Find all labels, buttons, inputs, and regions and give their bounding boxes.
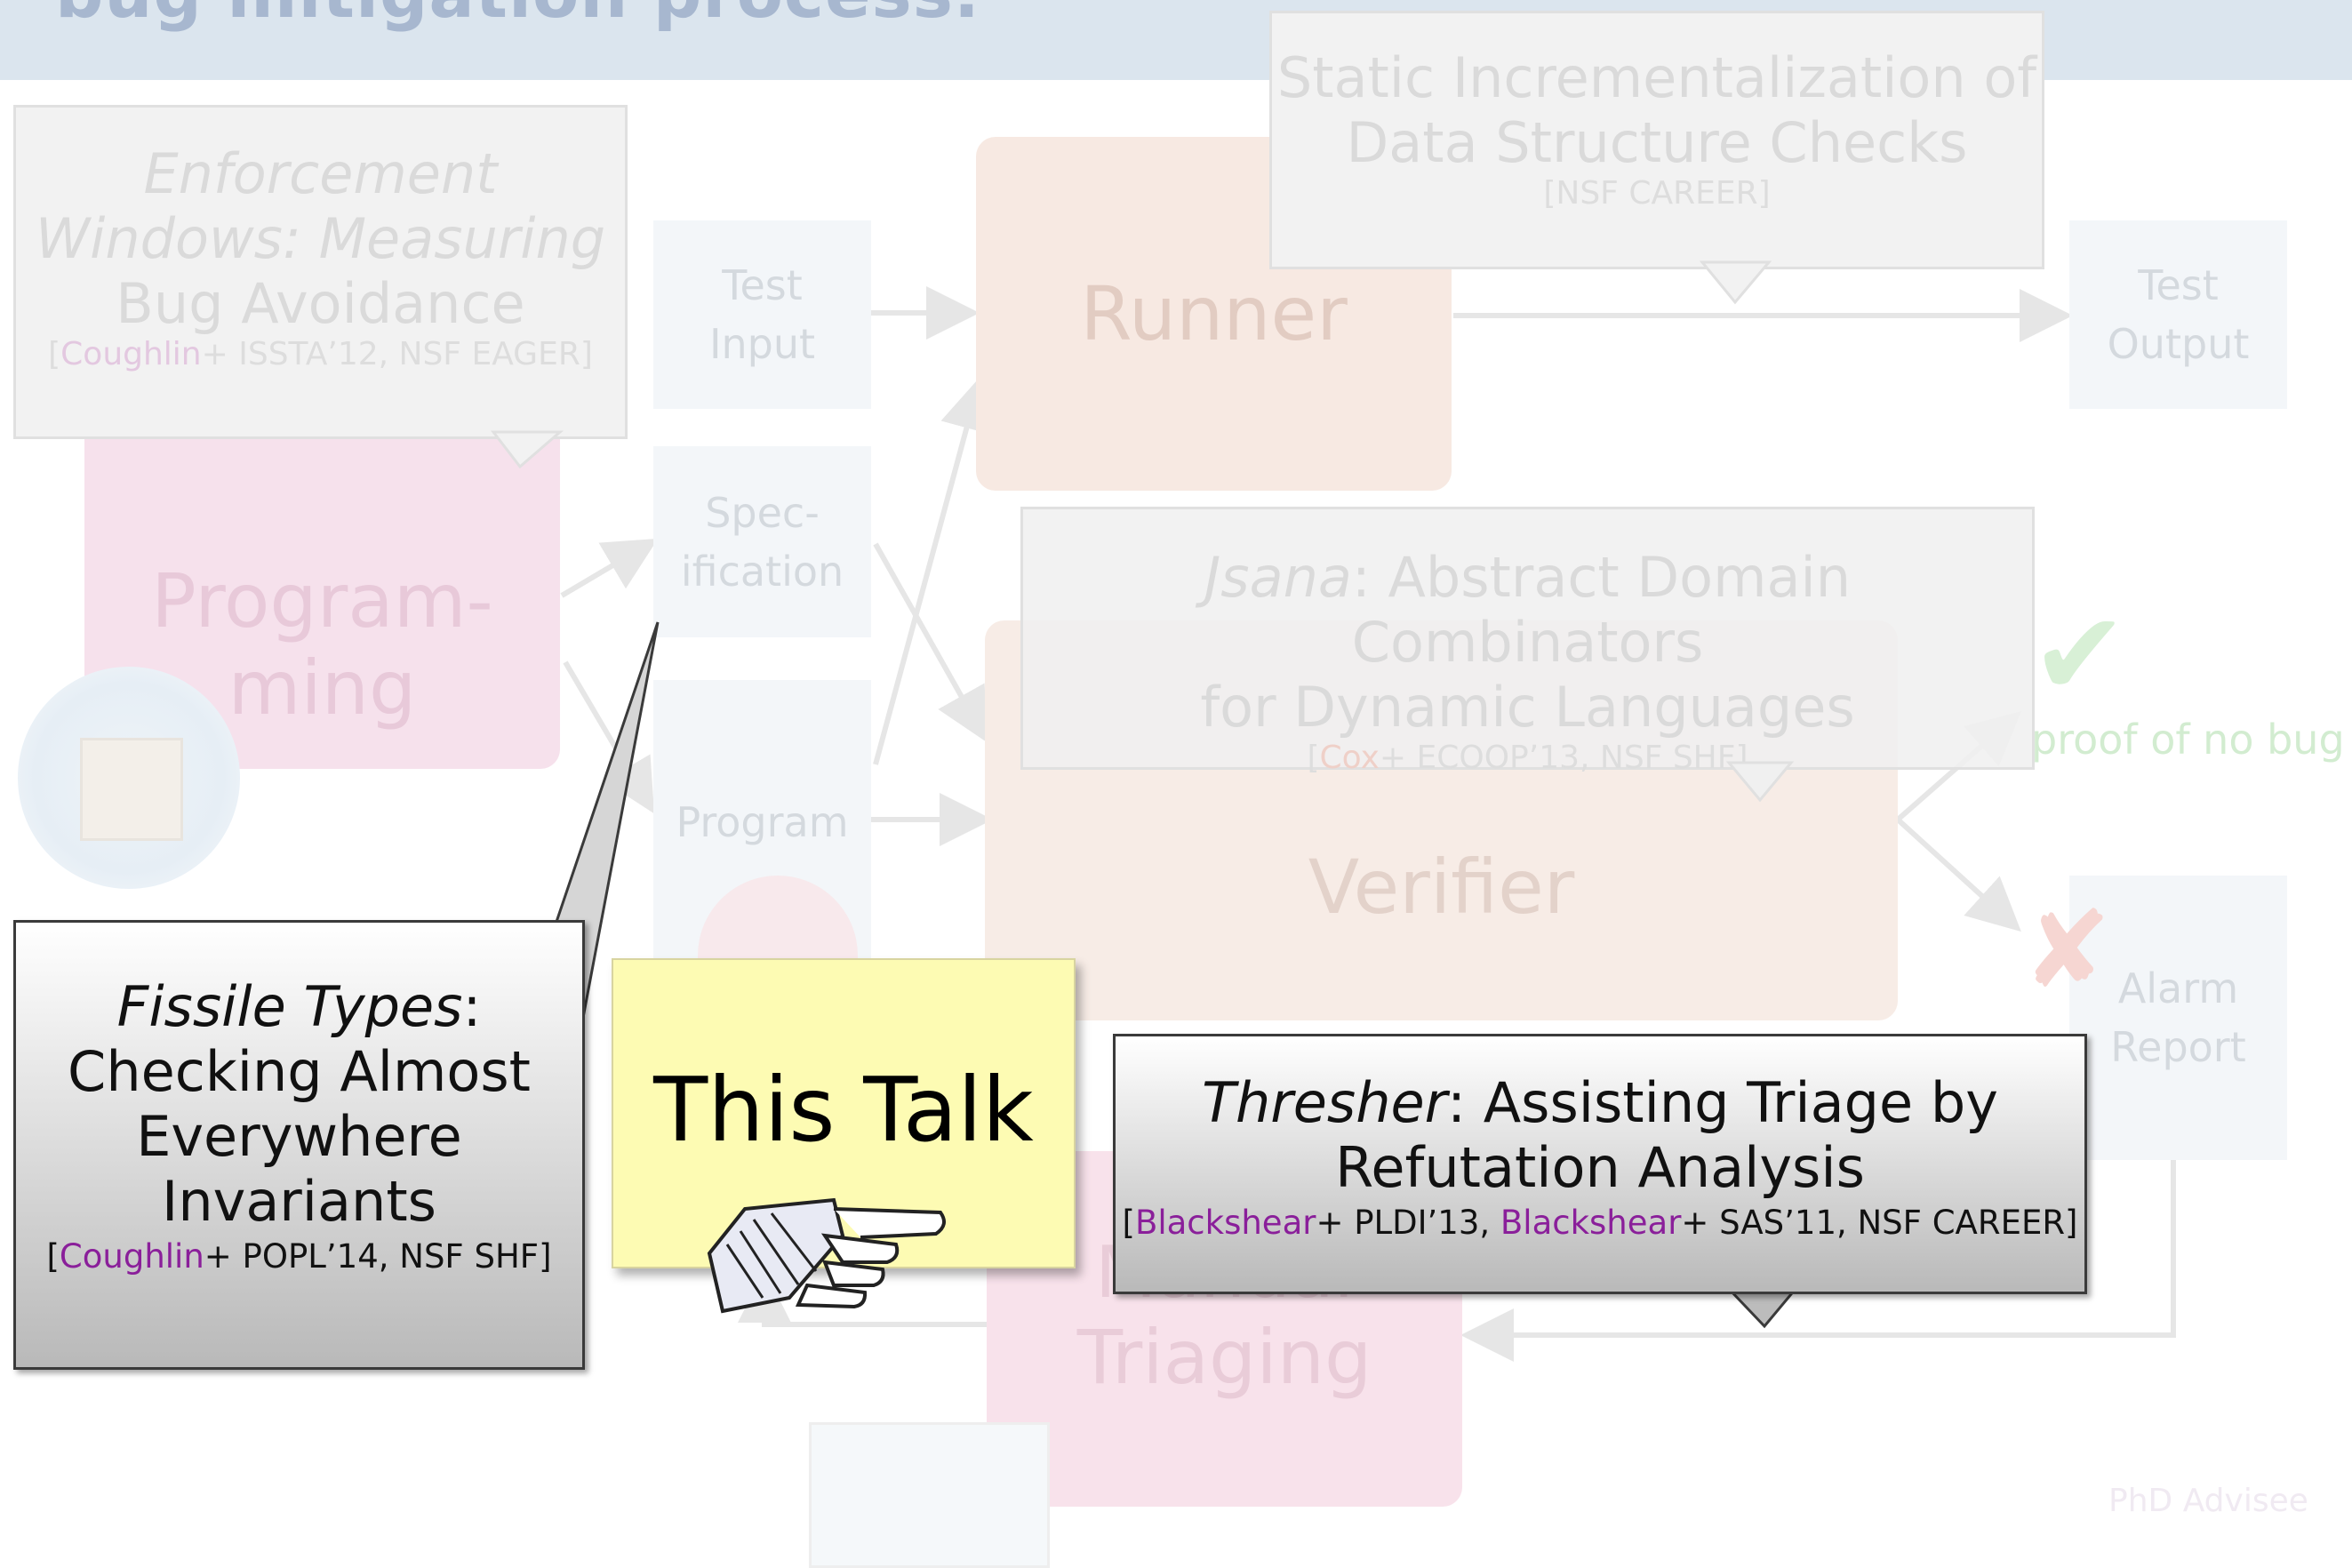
test-output-label-1: Test [2138, 261, 2219, 309]
thresher-line-1-rest: : Assisting Triage by [1447, 1070, 1998, 1135]
program-label: Program [676, 798, 849, 846]
specification-label-2: ification [680, 547, 844, 596]
test-output-box: Test Output [2069, 220, 2287, 409]
fissile-line-2: Checking Almost [68, 1039, 531, 1104]
test-input-label-1: Test [722, 261, 803, 309]
author-blackshear-1: Blackshear [1134, 1204, 1316, 1242]
jsana-italic: Jsana [1204, 545, 1352, 610]
enforcement-citation: [Coughlin+ ISSTA’12, NSF EAGER] [16, 336, 625, 372]
fissile-line-1: Fissile Types: [16, 974, 582, 1039]
fissile-italic: Fissile Types [116, 974, 463, 1039]
confused-user-icon [809, 1422, 1050, 1568]
author-coughlin: Coughlin [60, 336, 202, 372]
static-inc-line-1: Static Incrementalization of [1276, 45, 2037, 110]
alarm-report-label-1: Alarm [2117, 964, 2239, 1012]
fissile-types-callout: Fissile Types: Checking Almost Everywher… [13, 920, 585, 1370]
check-icon: ✔ [2031, 587, 2128, 722]
enforcement-windows-callout: Enforcement Windows: Measuring Bug Avoid… [13, 105, 628, 439]
test-input-label-2: Input [708, 320, 816, 368]
x-mark-icon: ✘ [2022, 889, 2112, 1012]
fissile-line-3: Everywhere [136, 1104, 462, 1169]
programming-label-1: Program- [151, 557, 493, 644]
alarm-report-label-2: Report [2110, 1023, 2246, 1071]
cite-open: [ [1122, 1204, 1135, 1242]
cite-rest: + SAS’11, NSF CAREER] [1681, 1204, 2078, 1242]
this-talk-label: This Talk [653, 1058, 1034, 1162]
jsana-citation: [Cox+ ECOOP’13, NSF SHF] [1023, 740, 2032, 776]
test-input-box: Test Input [653, 220, 871, 409]
fissile-line-4: Invariants [162, 1169, 436, 1234]
thresher-line-2: Refutation Analysis [1335, 1135, 1865, 1200]
specification-label-1: Spec- [705, 488, 820, 537]
thresher-italic: Thresher [1202, 1070, 1448, 1135]
specification-box: Spec- ification [653, 446, 871, 637]
fissile-colon: : [462, 974, 482, 1039]
jsana-line-2: for Dynamic Languages [1200, 675, 1855, 740]
author-cox: Cox [1319, 740, 1380, 776]
programming-label-2: ming [228, 644, 417, 732]
jsana-line-1: Jsana: Abstract Domain Combinators [1023, 545, 2032, 675]
person-at-computer-icon [18, 667, 240, 889]
static-inc-line-2: Data Structure Checks [1346, 110, 1968, 175]
test-output-label-2: Output [2107, 320, 2250, 368]
cite-rest: + ISSTA’12, NSF EAGER] [201, 336, 593, 372]
cite-open: [ [48, 336, 61, 372]
jsana-callout: Jsana: Abstract Domain Combinators for D… [1020, 507, 2035, 776]
triaging-label-2: Triaging [1076, 1313, 1372, 1401]
static-inc-citation: [NSF CAREER] [1543, 175, 1771, 212]
cite-rest: + POPL’14, NSF SHF] [204, 1237, 552, 1276]
proof-label: proof of no bug [2031, 716, 2345, 764]
cite-open: [ [46, 1237, 60, 1276]
slide-title: bug mitigation process. [55, 0, 980, 33]
cite-open: [ [1307, 740, 1320, 776]
enforcement-line-2: Windows: Measuring [35, 206, 606, 271]
author-blackshear-2: Blackshear [1500, 1204, 1682, 1242]
enforcement-line-1: Enforcement [143, 141, 498, 206]
alarm-report-box: Alarm Report [2069, 876, 2287, 1160]
enforcement-line-3: Bug Avoidance [116, 271, 525, 336]
cite-rest: + ECOOP’13, NSF SHF] [1379, 740, 1748, 776]
jsana-line-1-rest: : Abstract Domain Combinators [1351, 545, 1852, 675]
author-coughlin: Coughlin [59, 1237, 204, 1276]
verifier-label: Verifier [1308, 844, 1575, 931]
fissile-citation: [Coughlin+ POPL’14, NSF SHF] [16, 1237, 582, 1276]
runner-box: Runner [976, 137, 1452, 491]
thresher-callout: Thresher: Assisting Triage by Refutation… [1113, 1034, 2087, 1294]
static-incrementalization-callout: Static Incrementalization of Data Struct… [1269, 11, 2044, 269]
cite-mid: + PLDI’13, [1316, 1204, 1500, 1242]
programming-box: Program- ming [84, 413, 560, 769]
thresher-citation: [Blackshear+ PLDI’13, Blackshear+ SAS’11… [1116, 1204, 2084, 1242]
runner-label: Runner [1080, 270, 1348, 357]
thresher-line-1: Thresher: Assisting Triage by [1116, 1070, 2084, 1135]
phd-advisee-label: PhD Advisee [2108, 1483, 2308, 1519]
